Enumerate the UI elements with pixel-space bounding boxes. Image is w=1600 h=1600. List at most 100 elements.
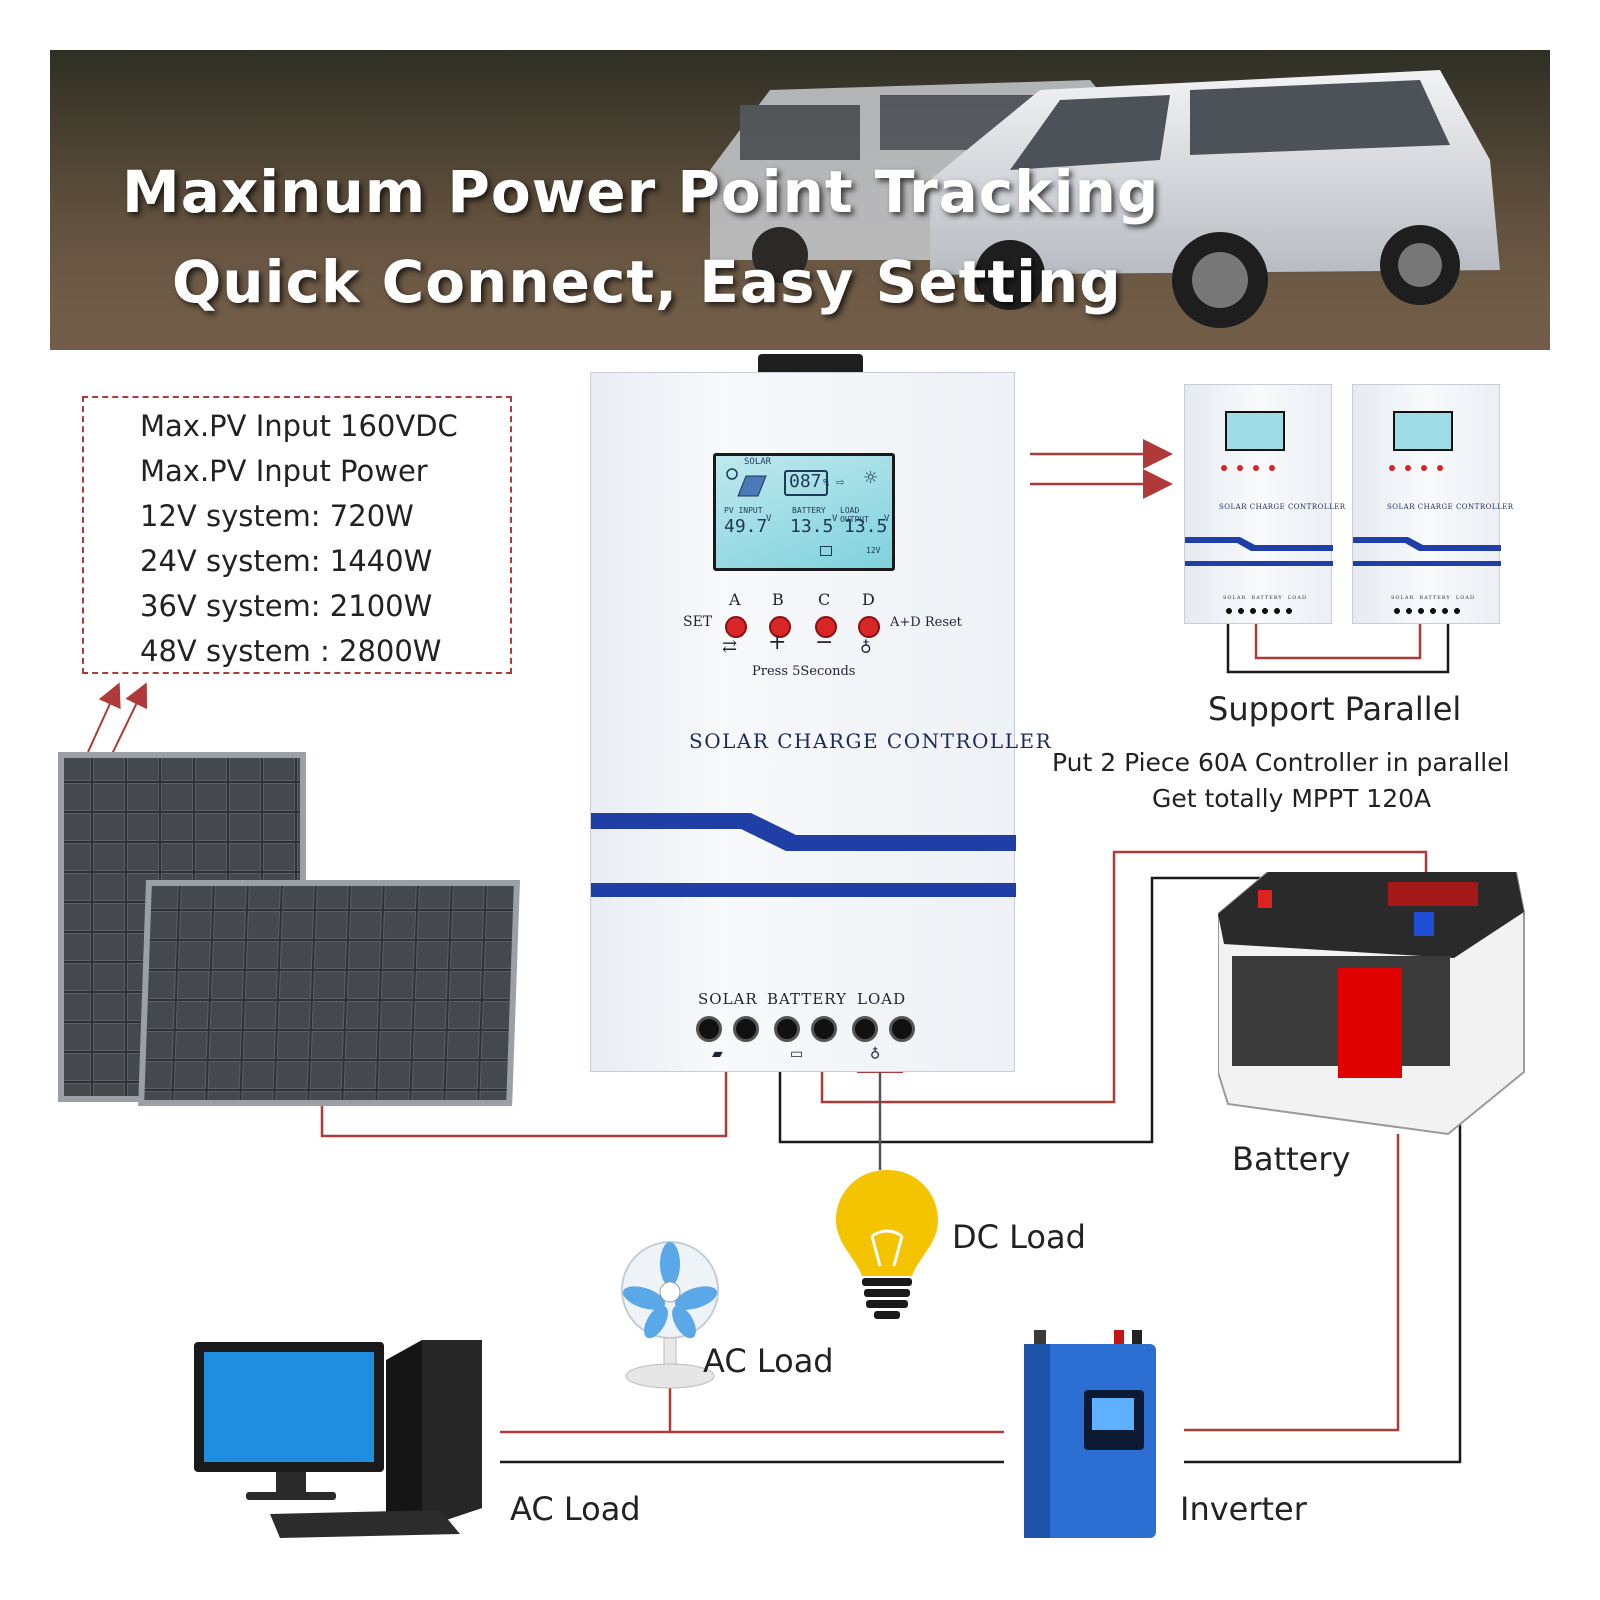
reset-label: A+D Reset bbox=[890, 615, 962, 630]
mini-button bbox=[1221, 465, 1227, 471]
wire-battery-inverter-black bbox=[1184, 1120, 1462, 1464]
spec-box: Max.PV Input 160VDC Max.PV Input Power 1… bbox=[82, 396, 512, 674]
controller-name: SOLAR CHARGE CONTROLLER bbox=[689, 729, 1053, 753]
controller-stripes bbox=[591, 813, 1016, 897]
terminal-label-solar: SOLAR bbox=[698, 990, 758, 1008]
mini-button bbox=[1421, 465, 1427, 471]
arrow-panel-to-spec bbox=[87, 682, 121, 753]
mini-button bbox=[1237, 465, 1243, 471]
mini-lcd bbox=[1393, 411, 1453, 451]
button-d[interactable] bbox=[858, 616, 880, 638]
lcd-load-unit: V bbox=[884, 514, 890, 524]
mini-stripes bbox=[1185, 537, 1333, 566]
spec-line: Max.PV Input Power bbox=[140, 454, 428, 488]
mini-terminals bbox=[1391, 607, 1463, 615]
mini-controller-name: SOLAR CHARGE CONTROLLER bbox=[1219, 503, 1346, 511]
spec-line: 12V system: 720W bbox=[140, 499, 414, 533]
lcd-arrow-icon: ⇨ bbox=[836, 474, 845, 490]
mini-terminal-labels: SOLAR BATTERY LOAD bbox=[1391, 595, 1475, 601]
lcd-percent-unit: % bbox=[823, 478, 830, 489]
inverter-image bbox=[1024, 1330, 1156, 1538]
bulb-small-icon: ♁ bbox=[860, 636, 872, 655]
banner-title-line2: Quick Connect, Easy Setting bbox=[172, 248, 1122, 316]
lcd-pv-input-label: PV INPUT bbox=[724, 506, 763, 515]
mini-terminals bbox=[1223, 607, 1295, 615]
lcd-display: SOLAR 087 % ⇨ ☼ PV INPUT BATTERY LOAD OU… bbox=[713, 453, 895, 571]
press-hint: Press 5Seconds bbox=[752, 664, 856, 679]
terminal-bulb-icon: ♁ bbox=[870, 1045, 881, 1061]
terminal-solar-positive[interactable] bbox=[696, 1016, 722, 1042]
lcd-system: 12V bbox=[866, 546, 881, 555]
spec-line: 48V system : 2800W bbox=[140, 634, 442, 668]
terminal-load-positive[interactable] bbox=[852, 1016, 878, 1042]
mini-controller-2: SOLAR CHARGE CONTROLLER SOLAR BATTERY LO… bbox=[1352, 384, 1513, 624]
lcd-percent: 087 bbox=[789, 471, 822, 492]
terminal-battery-negative[interactable] bbox=[811, 1016, 837, 1042]
terminal-solar-negative[interactable] bbox=[733, 1016, 759, 1042]
mini-controller-1: SOLAR CHARGE CONTROLLER SOLAR BATTERY LO… bbox=[1184, 384, 1345, 624]
fan-icon bbox=[621, 1241, 719, 1389]
car-front bbox=[930, 70, 1500, 328]
terminal-label-battery: BATTERY bbox=[767, 990, 848, 1008]
terminal-battery-icon: ▭ bbox=[790, 1046, 804, 1062]
mini-terminal-labels: SOLAR BATTERY LOAD bbox=[1223, 595, 1307, 601]
lcd-load-value: 13.5 bbox=[844, 516, 888, 537]
terminal-label-load: LOAD bbox=[857, 990, 907, 1008]
lcd-battery-icon bbox=[784, 470, 828, 496]
lcd-battery-value: 13.5 bbox=[790, 516, 834, 537]
lcd-load-output-label: LOAD OUTPUT bbox=[840, 506, 869, 524]
solar-panels-image bbox=[58, 752, 520, 1106]
inverter-label: Inverter bbox=[1180, 1490, 1307, 1528]
wire-battery-positive bbox=[820, 850, 1428, 1104]
solar-panel-front bbox=[138, 880, 520, 1106]
button-c[interactable] bbox=[815, 616, 837, 638]
mini-button bbox=[1253, 465, 1259, 471]
spec-line: Max.PV Input 160VDC bbox=[140, 409, 458, 443]
terminal-load-negative[interactable] bbox=[889, 1016, 915, 1042]
spec-line: 36V system: 2100W bbox=[140, 589, 433, 623]
banner-title-line1: Maxinum Power Point Tracking bbox=[122, 158, 1160, 226]
button-label-d: D bbox=[862, 590, 875, 609]
computer-icon bbox=[194, 1340, 482, 1538]
button-a[interactable] bbox=[725, 616, 747, 638]
banner: Maxinum Power Point Tracking Quick Conne… bbox=[50, 50, 1550, 350]
mini-button bbox=[1437, 465, 1443, 471]
banner-background bbox=[50, 50, 1550, 350]
button-label-c: C bbox=[818, 590, 831, 609]
arrow-panel-to-spec bbox=[111, 682, 148, 755]
parallel-wire-red bbox=[1254, 622, 1422, 660]
swap-arrows-icon: ⇄ bbox=[722, 636, 738, 657]
battery-label: Battery bbox=[1232, 1140, 1351, 1178]
lcd-battery-unit: V bbox=[832, 514, 838, 524]
lcd-pv-value: 49.7 bbox=[724, 516, 768, 537]
mini-button bbox=[1405, 465, 1411, 471]
button-label-a: A bbox=[729, 590, 741, 609]
wire-battery-negative bbox=[778, 876, 1272, 1144]
bulb-icon bbox=[836, 1170, 938, 1319]
wire-battery-inverter-red bbox=[1184, 1134, 1400, 1432]
support-parallel-label: Support Parallel bbox=[1208, 690, 1462, 728]
mini-button bbox=[1389, 465, 1395, 471]
lcd-solar-label: SOLAR bbox=[744, 457, 772, 467]
parallel-line2: Get totally MPPT 120A bbox=[1152, 784, 1432, 813]
lcd-calendar-icon bbox=[820, 546, 832, 556]
mini-controller-name: SOLAR CHARGE CONTROLLER bbox=[1387, 503, 1514, 511]
parallel-line1: Put 2 Piece 60A Controller in parallel bbox=[1052, 748, 1510, 777]
mini-button bbox=[1269, 465, 1275, 471]
dc-load-label: DC Load bbox=[952, 1218, 1086, 1256]
button-label-b: B bbox=[772, 590, 784, 609]
button-b[interactable] bbox=[769, 616, 791, 638]
parallel-wire-black bbox=[1226, 622, 1450, 674]
battery-image bbox=[1218, 872, 1525, 1136]
terminal-battery-positive[interactable] bbox=[774, 1016, 800, 1042]
terminal-solar-icon: ▰ bbox=[712, 1046, 723, 1062]
ac-load-fan-label: AC Load bbox=[703, 1342, 834, 1380]
lcd-solar-icon bbox=[726, 468, 767, 497]
set-label: SET bbox=[683, 614, 713, 630]
wire-solar bbox=[320, 1060, 728, 1138]
lcd-bulb-icon: ☼ bbox=[864, 466, 878, 491]
mini-lcd bbox=[1225, 411, 1285, 451]
lcd-battery-label: BATTERY bbox=[792, 506, 826, 515]
ac-load-pc-label: AC Load bbox=[510, 1490, 641, 1528]
